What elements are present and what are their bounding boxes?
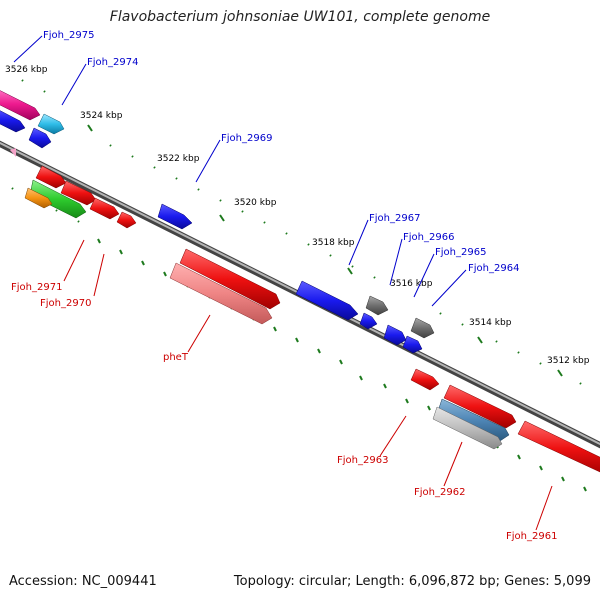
tick-label-3526: 3526 kbp xyxy=(5,65,48,75)
tick-label-3514: 3514 kbp xyxy=(469,318,512,328)
gene-label-phet[interactable]: pheT xyxy=(163,352,189,363)
gene-label-fjoh-2963[interactable]: Fjoh_2963 xyxy=(337,455,388,466)
gene-label-fjoh-2966[interactable]: Fjoh_2966 xyxy=(403,232,454,243)
gene-fjoh-2963-arrow[interactable] xyxy=(410,368,440,391)
gene-label-fjoh-2969[interactable]: Fjoh_2969 xyxy=(221,133,272,144)
gene-fjoh-2962-arrow[interactable] xyxy=(443,384,517,429)
gene-fjoh-2967-arrow[interactable] xyxy=(295,280,359,321)
tick-label-3512: 3512 kbp xyxy=(547,356,590,366)
gene-label-fjoh-2965[interactable]: Fjoh_2965 xyxy=(435,247,486,258)
gene-red-2-arrow[interactable] xyxy=(60,180,97,206)
gene-cds-3-arrow[interactable] xyxy=(383,324,407,346)
gene-label-fjoh-2974[interactable]: Fjoh_2974 xyxy=(87,57,138,68)
gene-fjoh-2965-arrow[interactable] xyxy=(359,312,378,330)
accession-text: Accession: NC_009441 xyxy=(9,574,157,589)
label-leader-lines xyxy=(13,35,553,531)
tick-label-3518: 3518 kbp xyxy=(312,238,355,248)
outer-tick-track xyxy=(21,79,582,385)
gene-label-fjoh-2964[interactable]: Fjoh_2964 xyxy=(468,263,519,274)
gene-red-3-arrow[interactable] xyxy=(89,197,120,220)
genome-summary-text: Topology: circular; Length: 6,096,872 bp… xyxy=(233,574,591,589)
gene-cds-4-arrow[interactable] xyxy=(402,335,423,354)
gene-small-pink-arrow[interactable] xyxy=(10,148,16,157)
gene-cds-2-arrow[interactable] xyxy=(28,127,52,149)
gene-fjoh-2966-arrow[interactable] xyxy=(365,295,389,316)
gene-phet-arrow[interactable] xyxy=(169,262,273,325)
gene-label-fjoh-2970[interactable]: Fjoh_2970 xyxy=(40,298,91,309)
tick-label-3516: 3516 kbp xyxy=(390,279,433,289)
gene-orange-arrow[interactable] xyxy=(24,187,53,209)
gene-silver-arrow[interactable] xyxy=(432,406,503,450)
tick-label-3522: 3522 kbp xyxy=(157,154,200,164)
gene-cds-1-arrow[interactable] xyxy=(0,108,26,133)
gene-label-fjoh-2967[interactable]: Fjoh_2967 xyxy=(369,213,420,224)
gene-fjoh-2964-arrow[interactable] xyxy=(410,317,435,339)
gene-fjoh-2961-arrow[interactable] xyxy=(517,420,600,476)
gene-red-4-arrow[interactable] xyxy=(116,211,137,229)
gene-red-1-arrow[interactable] xyxy=(35,165,67,189)
tick-label-3520: 3520 kbp xyxy=(234,198,277,208)
map-title: Flavobacterium johnsoniae UW101, complet… xyxy=(109,9,491,25)
gene-fjoh-2975-arrow[interactable] xyxy=(0,88,41,121)
tick-label-3524: 3524 kbp xyxy=(80,111,123,121)
gene-fjoh-2974-arrow[interactable] xyxy=(37,113,65,135)
gene-label-fjoh-2962[interactable]: Fjoh_2962 xyxy=(414,487,465,498)
gene-label-fjoh-2975[interactable]: Fjoh_2975 xyxy=(43,30,94,41)
gene-phet-upper-arrow[interactable] xyxy=(179,248,281,310)
gene-label-fjoh-2961[interactable]: Fjoh_2961 xyxy=(506,531,557,542)
gene-fjoh-2969-arrow[interactable] xyxy=(157,203,193,230)
gene-label-fjoh-2971[interactable]: Fjoh_2971 xyxy=(11,282,62,293)
